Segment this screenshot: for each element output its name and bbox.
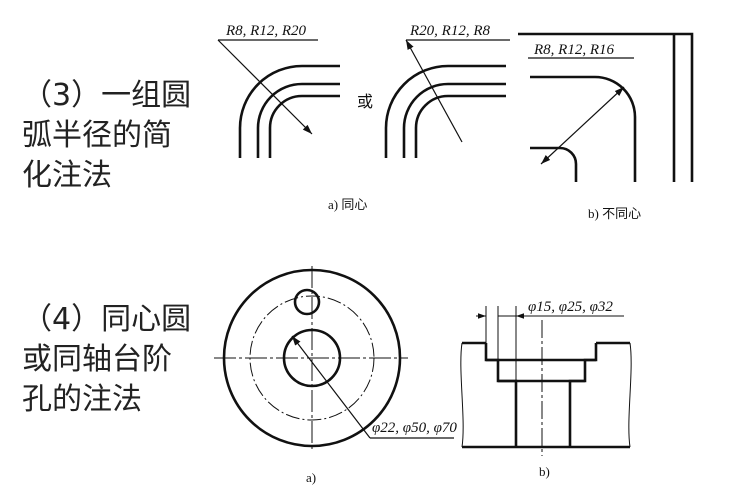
radius-label-left: R8, R12, R20	[225, 23, 306, 39]
fig-b-caption-section4: b)	[539, 464, 550, 479]
fig-a-caption-section4: a)	[306, 470, 316, 485]
stepped-hole-section	[462, 341, 630, 449]
section3-caption-line: （3）一组圆	[22, 78, 192, 113]
section3-caption-line: 化注法	[22, 158, 112, 193]
diameter-label-a: φ22, φ50, φ70	[372, 420, 457, 436]
section3-caption: （3）一组圆 弧半径的简 化注法	[22, 76, 191, 196]
radius-label-right: R20, R12, R8	[409, 23, 490, 39]
radius-leader-left	[217, 39, 318, 135]
radius-label-b: R8, R12, R16	[533, 42, 614, 58]
concentric-arcs-left	[238, 64, 340, 158]
section4-caption-line: 孔的注法	[22, 382, 142, 417]
concentric-circles	[214, 266, 408, 450]
section3-caption-line: 弧半径的简	[22, 118, 172, 153]
or-text: 或	[357, 93, 373, 111]
diameter-label-b: φ15, φ25, φ32	[528, 299, 613, 315]
diameter-leader	[291, 335, 454, 439]
concentric-arcs-right	[384, 64, 506, 158]
section4-caption: （4）同心圆 或同轴台阶 孔的注法	[22, 300, 191, 420]
section4-caption-line: （4）同心圆	[22, 302, 192, 337]
radius-leader-right	[405, 39, 510, 143]
radius-leader-b	[528, 57, 634, 165]
section4-caption-line: 或同轴台阶	[22, 342, 172, 377]
fig-b-caption-section3: b) 不同心	[588, 206, 641, 221]
section-break-lines	[460, 342, 632, 448]
fig-a-caption-section3: a) 同心	[328, 197, 367, 212]
stepped-hole-dimensions	[476, 306, 624, 381]
